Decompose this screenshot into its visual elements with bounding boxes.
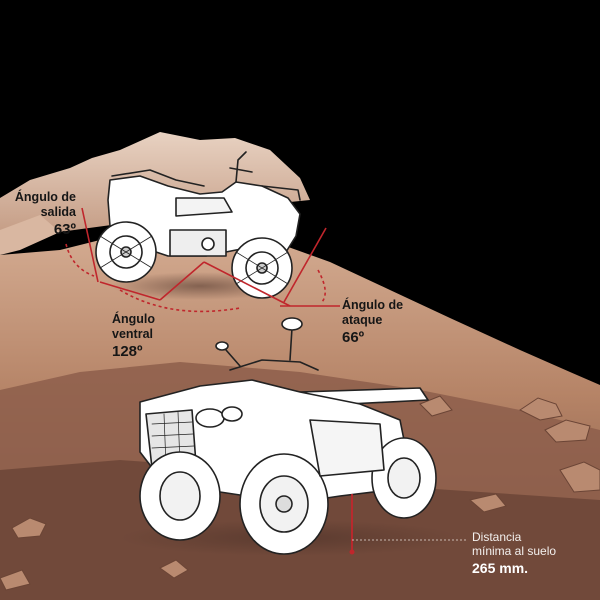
belly-line-right xyxy=(203,261,291,307)
ground-clearance-guide xyxy=(349,494,468,555)
exit-angle-label: Ángulo de salida 63º xyxy=(14,190,76,239)
ground-clearance-title-2: mínima al suelo xyxy=(472,544,557,558)
exit-angle-title-2: salida xyxy=(40,205,76,219)
attack-angle-title-2: ataque xyxy=(342,313,383,327)
ground-clearance-title-1: Distancia xyxy=(472,530,522,544)
angle-guides xyxy=(65,207,340,313)
attack-angle-label: Ángulo de ataque 66º xyxy=(342,298,403,347)
belly-angle-value: 128º xyxy=(112,343,143,360)
attack-angle-arc xyxy=(317,269,326,303)
attack-angle-line xyxy=(283,227,327,303)
rocks xyxy=(0,395,600,591)
atv-front-view-icon xyxy=(120,317,460,556)
belly-angle-label: Ángulo ventral 128º xyxy=(112,312,155,361)
belly-line-apex xyxy=(159,261,205,301)
attack-angle-value: 66º xyxy=(342,329,365,346)
exit-angle-title-1: Ángulo de xyxy=(14,190,76,204)
mountain-ridge xyxy=(0,215,60,255)
exit-angle-line xyxy=(81,207,99,283)
ground-clearance-value: 265 mm. xyxy=(472,560,529,576)
belly-angle-title-1: Ángulo xyxy=(112,312,156,326)
belly-angle-arc xyxy=(119,289,241,313)
belly-line-left xyxy=(99,281,161,301)
ground-clearance-label: Distancia mínima al suelo 265 mm. xyxy=(472,530,556,578)
atv-side-view-icon xyxy=(95,151,301,300)
belly-angle-title-2: ventral xyxy=(112,327,153,341)
attack-angle-title-1: Ángulo de xyxy=(342,298,404,312)
exit-angle-value: 63º xyxy=(53,221,76,238)
